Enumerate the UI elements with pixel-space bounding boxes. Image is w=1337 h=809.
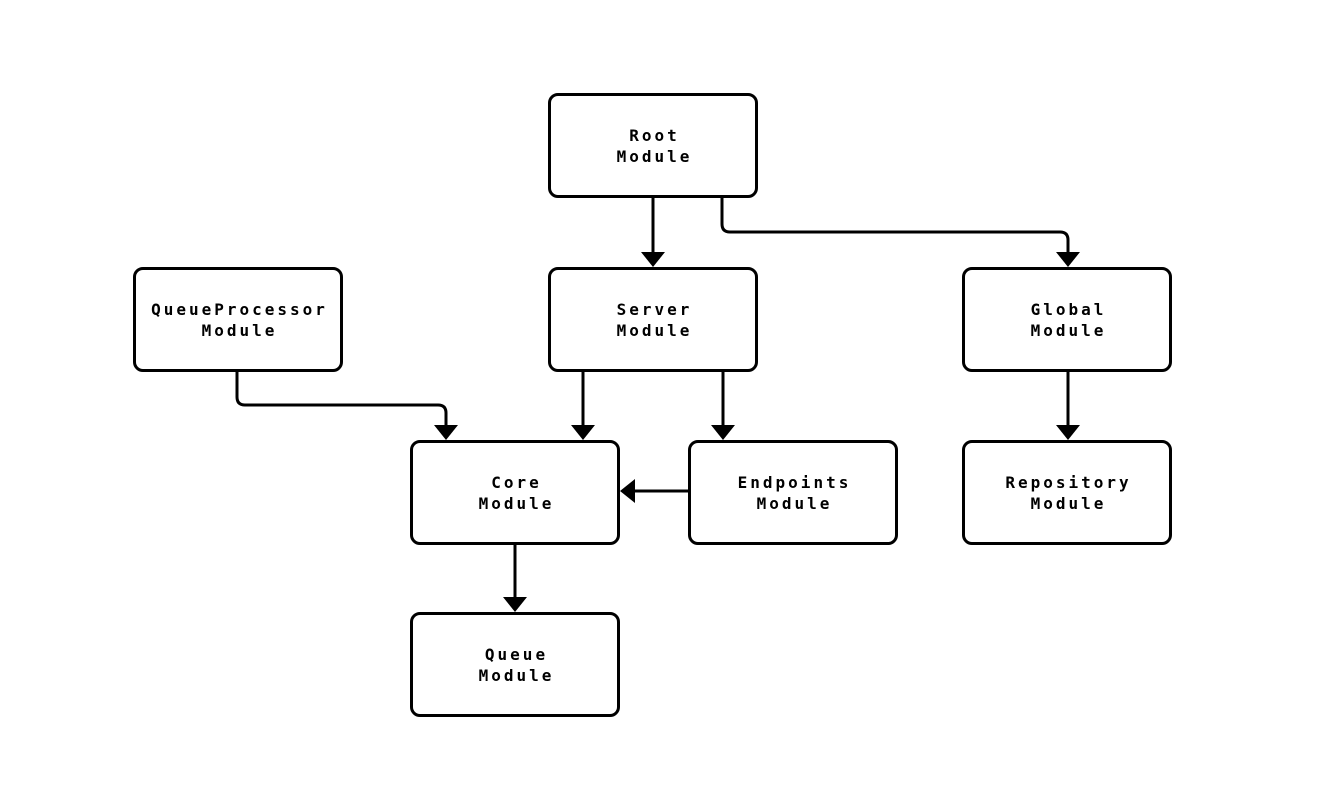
node-label-line: Endpoints — [737, 472, 852, 492]
arrowhead-root-module-to-global-module — [1056, 252, 1080, 267]
node-label-line: Module — [616, 146, 693, 166]
node-label-line: Queue — [484, 644, 549, 664]
node-label-line: Module — [756, 493, 833, 513]
node-label-line: Module — [616, 320, 693, 340]
node-label-line: Module — [201, 320, 278, 340]
arrowhead-root-module-to-server-module — [641, 252, 665, 267]
node-label-line: Repository — [1005, 472, 1132, 492]
node-label-line: Global — [1030, 299, 1107, 319]
node-label-line: Module — [478, 665, 555, 685]
arrowhead-global-module-to-repository-module — [1056, 425, 1080, 440]
arrowhead-server-module-to-core-module — [571, 425, 595, 440]
arrowhead-queueprocessor-module-to-core-module — [434, 425, 458, 440]
node-label-line: Server — [616, 299, 693, 319]
edge-queueprocessor-module-to-core-module — [235, 372, 448, 427]
node-label-line: Module — [1030, 320, 1107, 340]
arrowhead-core-module-to-queue-module — [503, 597, 527, 612]
arrowhead-server-module-to-endpoints-module — [711, 425, 735, 440]
node-label-line: Root — [629, 125, 680, 145]
node-label-line: QueueProcessor — [151, 299, 328, 319]
node-label-line: Module — [478, 493, 555, 513]
arrowhead-endpoints-module-to-core-module — [620, 479, 635, 503]
node-label-line: Core — [491, 472, 542, 492]
edge-root-module-to-global-module — [720, 198, 1070, 254]
node-label-line: Module — [1030, 493, 1107, 513]
